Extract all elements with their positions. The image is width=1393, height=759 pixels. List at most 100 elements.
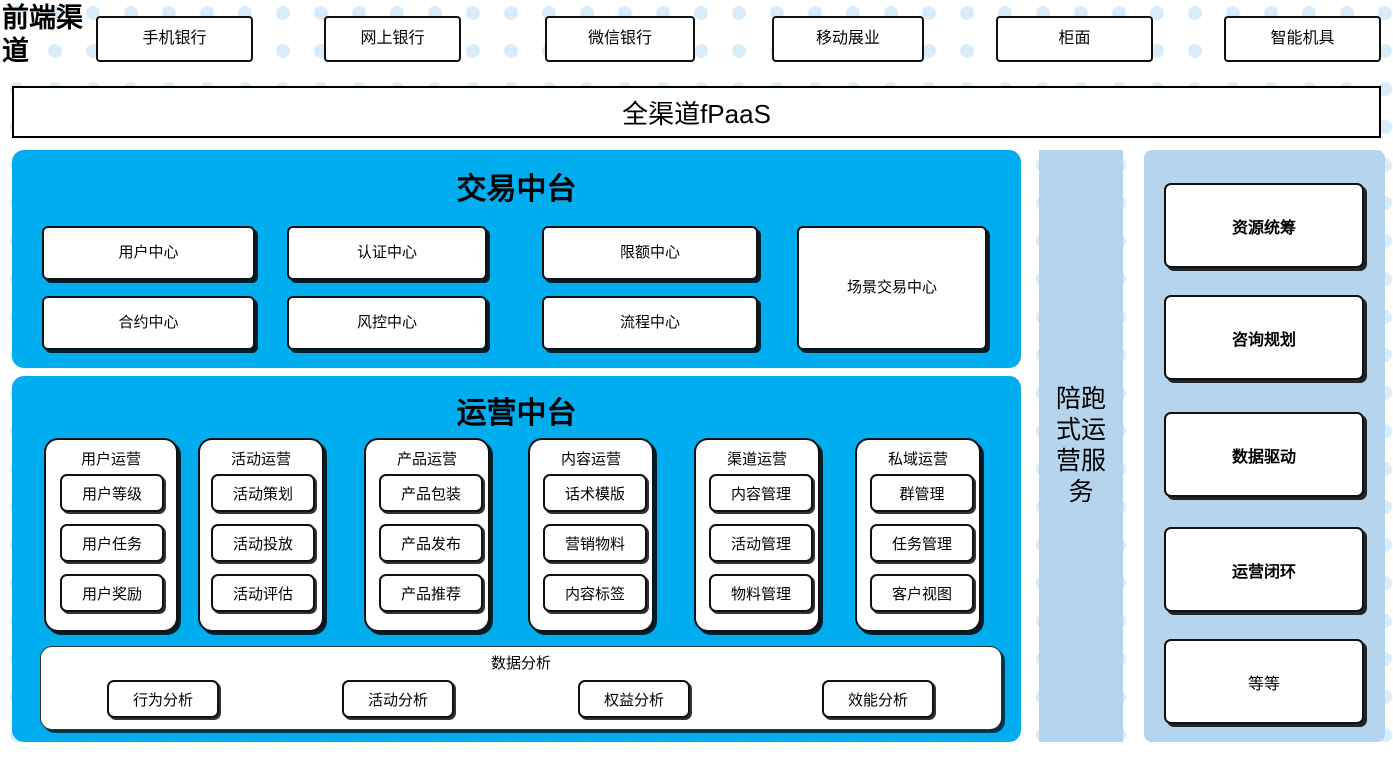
op-item[interactable]: 任务管理 — [870, 524, 974, 562]
op-item-label: 群管理 — [899, 485, 945, 503]
op-item[interactable]: 用户任务 — [60, 524, 164, 562]
op-item[interactable]: 群管理 — [870, 474, 974, 512]
op-column-private-domain: 私域运营 群管理 任务管理 客户视图 — [855, 438, 981, 632]
data-analysis-title: 数据分析 — [490, 655, 551, 672]
trade-platform-title: 交易中台 — [456, 173, 577, 206]
data-analysis-item[interactable]: 效能分析 — [822, 680, 934, 718]
capability-item-label: 运营闭环 — [1231, 563, 1296, 581]
op-item[interactable]: 客户视图 — [870, 574, 974, 612]
op-item[interactable]: 物料管理 — [709, 574, 813, 612]
trade-box-label: 用户中心 — [118, 244, 179, 262]
trade-box-label: 流程中心 — [619, 314, 680, 332]
fpaas-bar[interactable]: 全渠道fPaaS — [12, 86, 1381, 138]
trade-box-riskcontrol-center[interactable]: 风控中心 — [287, 296, 487, 350]
op-item-label: 用户任务 — [81, 535, 142, 553]
data-analysis-item-label: 行为分析 — [132, 691, 193, 709]
channel-box-label: 网上银行 — [360, 29, 425, 47]
trade-box-user-center[interactable]: 用户中心 — [42, 226, 255, 280]
capability-item-label: 等等 — [1247, 675, 1280, 693]
trade-box-process-center[interactable]: 流程中心 — [542, 296, 758, 350]
channel-box-wechat-bank[interactable]: 微信银行 — [545, 16, 695, 62]
op-item-label: 营销物料 — [564, 535, 625, 553]
fpaas-label: 全渠道fPaaS — [622, 98, 771, 129]
op-item-label: 任务管理 — [891, 535, 952, 553]
op-item-label: 内容管理 — [730, 485, 791, 503]
capability-item-label: 咨询规划 — [1231, 331, 1296, 349]
trade-box-label: 合约中心 — [118, 314, 179, 332]
data-analysis-item[interactable]: 权益分析 — [578, 680, 690, 718]
op-item[interactable]: 话术模版 — [543, 474, 647, 512]
op-item-label: 用户奖励 — [81, 585, 142, 603]
op-item[interactable]: 内容管理 — [709, 474, 813, 512]
capability-column: 资源统筹 咨询规划 数据驱动 运营闭环 等等 — [1144, 150, 1385, 742]
channel-box-label: 手机银行 — [142, 29, 207, 47]
channel-box-mobile-business[interactable]: 移动展业 — [772, 16, 924, 62]
op-column-title: 内容运营 — [560, 451, 621, 468]
channel-box-counter[interactable]: 柜面 — [996, 16, 1153, 62]
op-item[interactable]: 营销物料 — [543, 524, 647, 562]
data-analysis-item[interactable]: 行为分析 — [107, 680, 219, 718]
op-item-label: 产品发布 — [400, 535, 461, 553]
channel-box-mobile-bank[interactable]: 手机银行 — [96, 16, 253, 62]
op-item-label: 物料管理 — [730, 585, 791, 603]
op-item-label: 客户视图 — [891, 585, 952, 603]
trade-box-label: 风控中心 — [356, 314, 417, 332]
op-item[interactable]: 用户等级 — [60, 474, 164, 512]
accompanying-operation-service-column: 陪跑式运营服务 — [1039, 150, 1123, 742]
capability-item-etc[interactable]: 等等 — [1164, 639, 1364, 724]
channel-box-smart-machine[interactable]: 智能机具 — [1224, 16, 1381, 62]
trade-box-limit-center[interactable]: 限额中心 — [542, 226, 758, 280]
op-item[interactable]: 用户奖励 — [60, 574, 164, 612]
channel-box-label: 智能机具 — [1270, 29, 1335, 47]
op-item[interactable]: 活动投放 — [211, 524, 315, 562]
op-item[interactable]: 内容标签 — [543, 574, 647, 612]
op-column-user: 用户运营 用户等级 用户任务 用户奖励 — [44, 438, 178, 632]
op-item[interactable]: 产品发布 — [379, 524, 483, 562]
service-column-label: 陪跑式运营服务 — [1055, 385, 1106, 506]
trade-box-label: 限额中心 — [619, 244, 680, 262]
data-analysis-item[interactable]: 活动分析 — [342, 680, 454, 718]
trade-platform-panel: 交易中台 用户中心 认证中心 限额中心 合约中心 风控中心 流程中心 场景交易中… — [12, 150, 1021, 368]
capability-item-label: 资源统筹 — [1231, 219, 1296, 237]
trade-box-label: 认证中心 — [356, 244, 417, 262]
frontend-channel-label: 前端渠道 — [2, 3, 83, 66]
trade-box-scenario-trade-center[interactable]: 场景交易中心 — [797, 226, 987, 350]
op-column-product: 产品运营 产品包装 产品发布 产品推荐 — [364, 438, 490, 632]
op-column-content: 内容运营 话术模版 营销物料 内容标签 — [528, 438, 654, 632]
capability-item-label: 数据驱动 — [1231, 448, 1296, 466]
capability-item-resource[interactable]: 资源统筹 — [1164, 183, 1364, 268]
channel-box-label: 微信银行 — [587, 29, 652, 47]
op-item-label: 产品推荐 — [400, 585, 461, 603]
op-item-label: 活动管理 — [730, 535, 791, 553]
op-column-title: 渠道运营 — [726, 451, 787, 468]
data-analysis-item-label: 效能分析 — [847, 691, 908, 709]
op-column-activity: 活动运营 活动策划 活动投放 活动评估 — [198, 438, 324, 632]
op-item[interactable]: 活动管理 — [709, 524, 813, 562]
trade-box-label: 场景交易中心 — [846, 279, 937, 297]
op-item-label: 产品包装 — [400, 485, 461, 503]
data-analysis-item-label: 活动分析 — [367, 691, 428, 709]
op-column-channel: 渠道运营 内容管理 活动管理 物料管理 — [694, 438, 820, 632]
op-column-title: 私域运营 — [887, 451, 948, 468]
data-analysis-container: 数据分析 行为分析 活动分析 权益分析 效能分析 — [40, 646, 1002, 730]
trade-box-auth-center[interactable]: 认证中心 — [287, 226, 487, 280]
op-item[interactable]: 产品推荐 — [379, 574, 483, 612]
op-item-label: 用户等级 — [81, 485, 142, 503]
channel-box-label: 移动展业 — [815, 29, 880, 47]
op-item-label: 内容标签 — [564, 585, 625, 603]
capability-item-closed-loop[interactable]: 运营闭环 — [1164, 527, 1364, 612]
op-item[interactable]: 产品包装 — [379, 474, 483, 512]
op-item-label: 活动投放 — [232, 535, 293, 553]
capability-item-consulting[interactable]: 咨询规划 — [1164, 295, 1364, 380]
op-column-title: 活动运营 — [230, 451, 291, 468]
trade-box-contract-center[interactable]: 合约中心 — [42, 296, 255, 350]
op-item[interactable]: 活动评估 — [211, 574, 315, 612]
capability-item-data-driven[interactable]: 数据驱动 — [1164, 412, 1364, 497]
op-column-title: 产品运营 — [396, 451, 457, 468]
op-item[interactable]: 活动策划 — [211, 474, 315, 512]
channel-box-label: 柜面 — [1058, 29, 1091, 47]
op-item-label: 活动评估 — [232, 585, 293, 603]
channel-box-online-bank[interactable]: 网上银行 — [324, 16, 461, 62]
data-analysis-item-label: 权益分析 — [603, 691, 664, 709]
